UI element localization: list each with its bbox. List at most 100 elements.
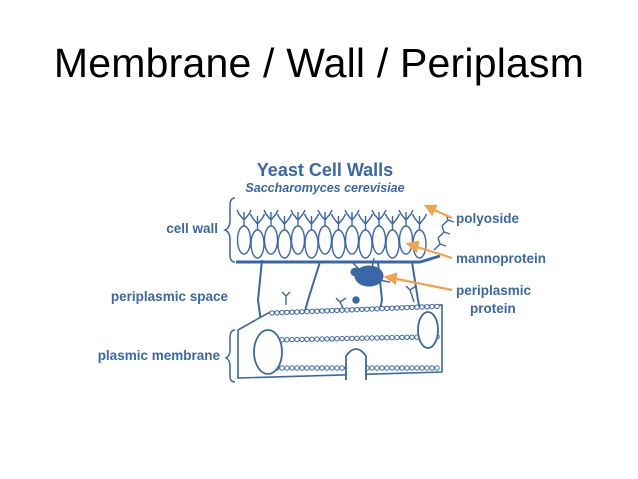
lipid-head-top	[284, 309, 290, 316]
lipid-head-top	[269, 310, 275, 316]
lipid-head-bottom	[374, 365, 380, 371]
lipid-head-mid	[364, 335, 370, 341]
membrane-proteins	[253, 311, 439, 380]
lipid-head-bottom	[369, 365, 375, 371]
lipid-head-bottom	[324, 365, 330, 371]
lipid-head-mid	[389, 334, 395, 341]
lipid-head-mid	[394, 334, 400, 341]
bracket-cell-wall	[222, 197, 236, 263]
lipid-head-mid	[309, 336, 315, 342]
lipid-head-mid	[334, 336, 340, 342]
cell-wall-layer	[236, 209, 455, 264]
lipid-head-top	[414, 304, 420, 310]
label-plasmic-membrane: plasmic membrane	[98, 348, 221, 363]
polyoside-branch	[371, 209, 387, 226]
lipid-head-bottom	[284, 365, 290, 371]
lipid-head-top	[379, 305, 385, 312]
lipid-head-top	[374, 306, 380, 312]
lipid-head-bottom	[414, 365, 420, 371]
lipid-head-bottom	[434, 365, 440, 371]
lipid-head-mid	[319, 336, 325, 342]
mannoprotein-oval	[358, 229, 373, 259]
lipid-head-mid	[329, 336, 335, 342]
lipid-head-mid	[314, 336, 320, 342]
lipid-head-bottom	[329, 365, 335, 371]
mannoprotein-oval	[385, 229, 400, 259]
lipid-head-bottom	[304, 365, 310, 371]
mannoprotein-oval	[398, 225, 414, 255]
lipid-head-top	[354, 306, 360, 313]
lipid-head-mid	[409, 334, 415, 340]
lipid-head-bottom	[309, 365, 315, 371]
mannoprotein-oval	[331, 229, 346, 259]
lipid-head-bottom	[334, 365, 340, 371]
small-periplasmic-proteins	[281, 285, 417, 311]
label-polyoside: polyoside	[456, 211, 520, 226]
lipid-head-top	[319, 308, 325, 314]
lipid-head-mid	[369, 335, 375, 341]
lipid-head-top	[399, 305, 405, 311]
lipid-head-mid	[294, 336, 300, 343]
lipid-head-bottom	[409, 365, 415, 371]
lipid-head-mid	[344, 335, 350, 342]
lipid-head-top	[274, 310, 280, 316]
lipid-head-top	[294, 309, 300, 315]
polyoside-branch	[263, 209, 279, 226]
lipid-head-top	[349, 307, 355, 313]
pointer-arrows	[383, 204, 453, 292]
lipid-head-mid	[404, 334, 410, 340]
lipid-head-bottom	[394, 365, 400, 371]
lipid-head-bottom	[419, 365, 425, 371]
lipid-head-mid	[399, 334, 405, 341]
lipid-head-top	[339, 307, 345, 313]
lipid-head-top	[389, 305, 395, 311]
lipid-head-bottom	[289, 365, 295, 371]
lipid-head-bottom	[379, 365, 385, 371]
lipid-head-top	[369, 306, 375, 312]
lipid-head-bottom	[314, 365, 320, 371]
lipid-head-bottom	[339, 365, 345, 371]
lipid-head-bottom	[319, 365, 325, 371]
lipid-head-bottom	[404, 365, 410, 371]
lipid-head-top	[359, 306, 365, 313]
periplasmic-protein	[350, 257, 391, 287]
label-periplasmic-protein-line1: periplasmic	[456, 283, 532, 298]
polyoside-branch	[357, 213, 374, 230]
lipid-head-mid	[289, 336, 295, 343]
lipid-head-top	[299, 309, 305, 315]
lipid-head-mid	[339, 335, 345, 342]
polyoside-branch	[236, 209, 252, 226]
lipid-head-bottom	[299, 365, 305, 371]
lipid-head-top	[334, 307, 340, 314]
figure-title: Yeast Cell Walls	[257, 160, 393, 180]
polyoside-branch	[330, 213, 347, 230]
lipid-head-bottom	[429, 365, 435, 371]
mannoprotein-oval	[236, 225, 252, 255]
mannoprotein-oval	[263, 225, 279, 255]
figure-subtitle: Saccharomyces cerevisiae	[245, 181, 404, 195]
polyoside-branch	[344, 209, 360, 226]
lipid-head-mid	[379, 335, 385, 341]
lipid-head-top	[309, 308, 315, 315]
mannoprotein-oval	[371, 225, 387, 255]
lipid-head-bottom	[279, 365, 285, 371]
lipid-head-mid	[374, 335, 380, 341]
lipid-head-top	[409, 304, 415, 311]
lipid-head-bottom	[294, 365, 300, 371]
lipid-head-mid	[304, 336, 310, 342]
polyoside-branch	[317, 209, 333, 226]
lipid-head-top	[434, 303, 440, 310]
lipid-head-top	[324, 308, 330, 314]
polyoside-branch	[398, 209, 414, 226]
polyoside-branch	[276, 213, 293, 230]
polyoside-branch	[411, 213, 428, 230]
lipid-head-top	[329, 307, 335, 314]
label-periplasmic-space: periplasmic space	[111, 289, 229, 304]
lipid-head-mid	[384, 335, 390, 341]
polyoside-branch	[290, 209, 306, 226]
polyoside-branch	[303, 213, 320, 230]
lipid-head-mid	[299, 336, 305, 343]
lipid-head-bottom	[384, 365, 390, 371]
lipid-head-top	[424, 304, 430, 310]
lipid-head-top	[419, 304, 425, 310]
